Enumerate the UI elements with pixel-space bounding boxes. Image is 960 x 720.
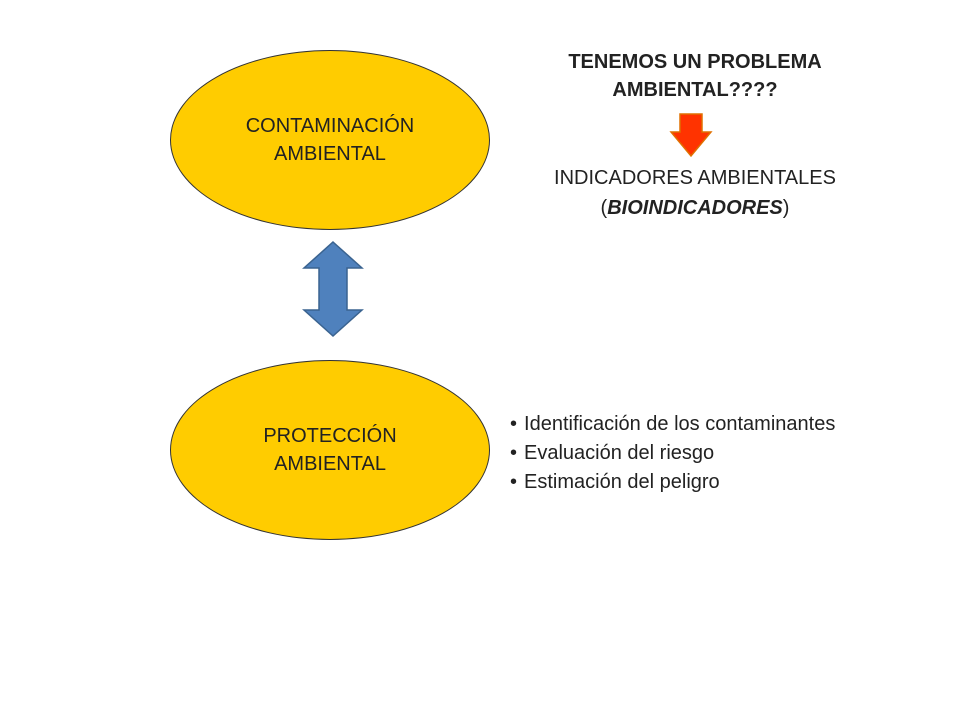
open-paren: (	[600, 197, 608, 219]
indicadores-line1: INDICADORES AMBIENTALES	[554, 167, 836, 189]
contaminacion-label-line1: CONTAMINACIÓN	[245, 115, 415, 137]
close-paren: )	[782, 197, 790, 219]
contaminacion-ambiental-label: CONTAMINACIÓN AMBIENTAL	[246, 112, 415, 168]
double-vertical-arrow-icon	[302, 240, 364, 338]
actions-bullet-list: Identificación de los contaminantes Eval…	[510, 410, 835, 497]
contaminacion-label-line2: AMBIENTAL	[274, 143, 386, 165]
double-arrow-shape	[302, 240, 364, 338]
contaminacion-ambiental-ellipse: CONTAMINACIÓN AMBIENTAL	[170, 50, 490, 230]
bullet-item-estimacion: Estimación del peligro	[510, 468, 835, 497]
down-arrow-icon	[669, 113, 713, 158]
proteccion-ambiental-label: PROTECCIÓN AMBIENTAL	[263, 422, 396, 478]
bullet-item-evaluacion: Evaluación del riesgo	[510, 439, 835, 468]
problem-heading: TENEMOS UN PROBLEMA AMBIENTAL????	[520, 48, 870, 104]
bioindicadores-emphasis: BIOINDICADORES	[607, 197, 783, 219]
problem-heading-line2: AMBIENTAL????	[612, 79, 778, 101]
problem-heading-line1: TENEMOS UN PROBLEMA	[568, 51, 822, 73]
bullet-item-identificacion: Identificación de los contaminantes	[510, 410, 835, 439]
proteccion-label-line1: PROTECCIÓN	[263, 425, 397, 447]
proteccion-ambiental-ellipse: PROTECCIÓN AMBIENTAL	[170, 360, 490, 540]
indicadores-line2: (BIOINDICADORES)	[510, 193, 880, 223]
proteccion-label-line2: AMBIENTAL	[274, 453, 386, 475]
indicadores-ambientales-text: INDICADORES AMBIENTALES (BIOINDICADORES)	[510, 163, 880, 223]
down-arrow-shape	[669, 113, 713, 158]
